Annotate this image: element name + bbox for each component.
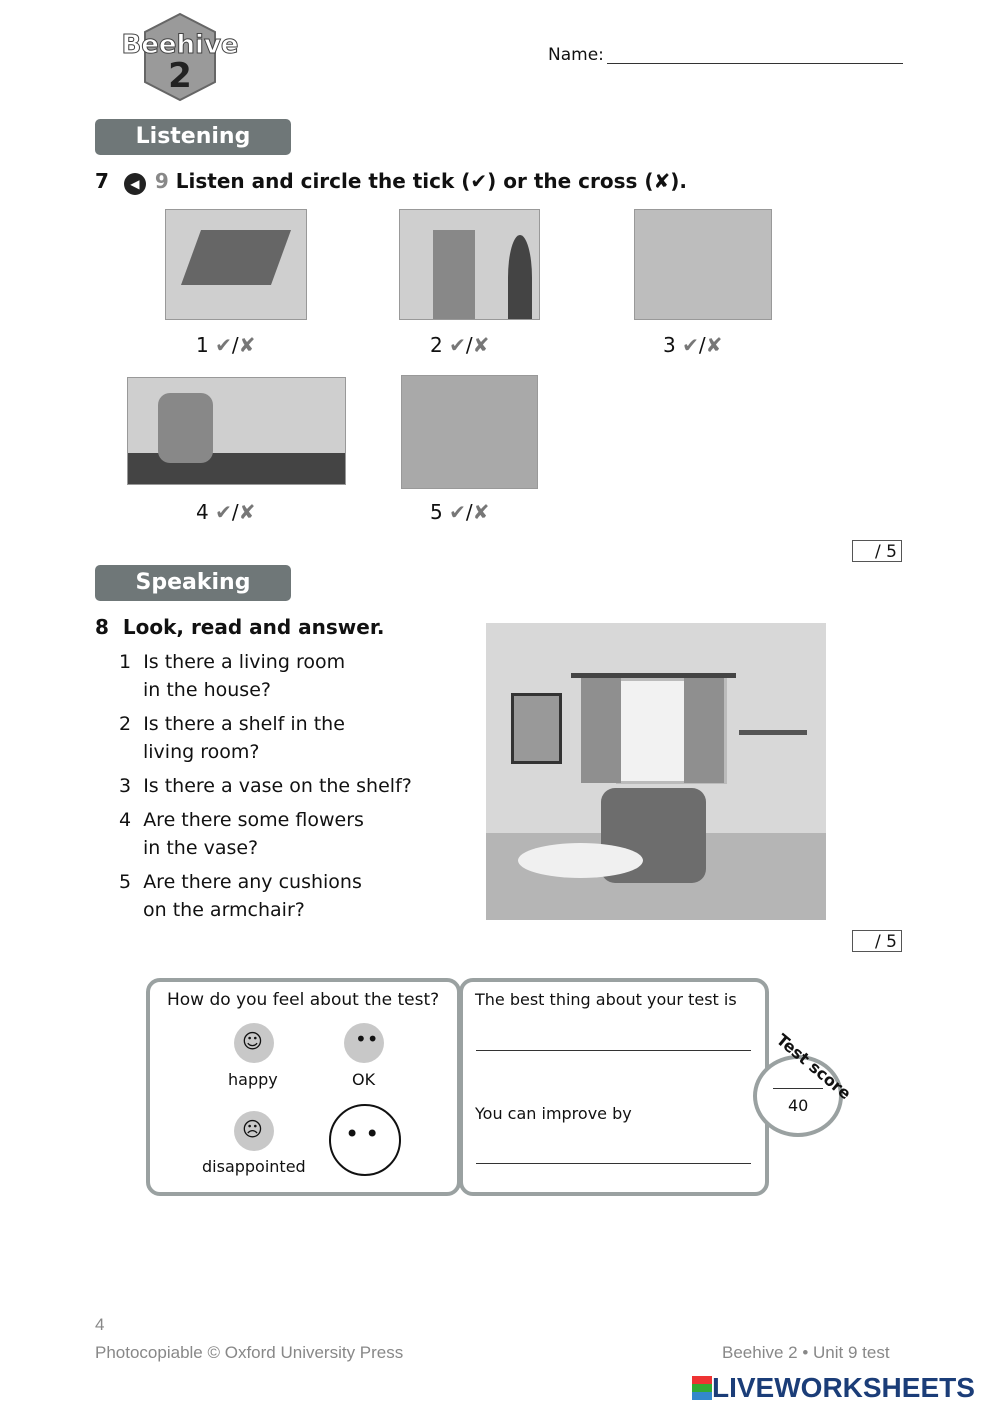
liveworksheets-watermark: LIVEWORKSHEETS bbox=[692, 1372, 975, 1404]
disappointed-face-icon[interactable]: ☹ bbox=[234, 1111, 274, 1151]
improve-field[interactable] bbox=[476, 1163, 751, 1164]
best-thing-field[interactable] bbox=[476, 1050, 751, 1051]
cross-icon[interactable]: ✘ bbox=[238, 333, 256, 357]
listening-banner: Listening bbox=[95, 119, 291, 155]
living-room-picture bbox=[486, 623, 826, 920]
blank-face-icon[interactable]: •• bbox=[329, 1104, 401, 1176]
picture-bedroom bbox=[401, 375, 538, 489]
audio-icon[interactable]: ◀ bbox=[123, 173, 146, 195]
item-1-choice[interactable]: 1 ✔/✘ bbox=[196, 333, 256, 357]
question-item: 3 Is there a vase on the shelf? bbox=[119, 775, 412, 797]
name-label: Name: bbox=[548, 45, 604, 65]
picture-house bbox=[165, 209, 307, 320]
question-8-title: 8 Look, read and answer. bbox=[95, 615, 385, 639]
liveworksheets-logo-icon bbox=[692, 1376, 712, 1400]
cross-icon[interactable]: ✘ bbox=[238, 500, 256, 524]
speaking-banner: Speaking bbox=[95, 565, 291, 601]
cross-icon[interactable]: ✘ bbox=[705, 333, 723, 357]
tick-icon[interactable]: ✔ bbox=[682, 333, 699, 357]
tick-icon[interactable]: ✔ bbox=[449, 333, 466, 357]
picture-chimney bbox=[399, 209, 540, 320]
tick-icon[interactable]: ✔ bbox=[449, 500, 466, 524]
item-4-choice[interactable]: 4 ✔/✘ bbox=[196, 500, 256, 524]
tick-icon[interactable]: ✔ bbox=[215, 333, 232, 357]
question-7-title: 7 ◀ 9 Listen and circle the tick (✔) or … bbox=[95, 169, 688, 195]
test-score-circle bbox=[753, 1055, 843, 1137]
item-5-choice[interactable]: 5 ✔/✘ bbox=[430, 500, 490, 524]
item-3-choice[interactable]: 3 ✔/✘ bbox=[663, 333, 723, 357]
speaking-score-box[interactable]: / 5 bbox=[852, 930, 902, 952]
cross-icon[interactable]: ✘ bbox=[472, 500, 490, 524]
ok-face-icon[interactable]: •• bbox=[344, 1023, 384, 1063]
name-field[interactable] bbox=[607, 63, 903, 64]
listening-score-box[interactable]: / 5 bbox=[852, 540, 902, 562]
beehive-logo: Beehive 2 bbox=[115, 12, 245, 102]
cross-icon[interactable]: ✘ bbox=[472, 333, 490, 357]
picture-stairs bbox=[634, 209, 772, 320]
happy-face-icon[interactable]: ☺ bbox=[234, 1023, 274, 1063]
test-score-field[interactable] bbox=[773, 1088, 823, 1089]
tick-icon[interactable]: ✔ bbox=[215, 500, 232, 524]
item-2-choice[interactable]: 2 ✔/✘ bbox=[430, 333, 490, 357]
picture-armchair bbox=[127, 377, 346, 485]
